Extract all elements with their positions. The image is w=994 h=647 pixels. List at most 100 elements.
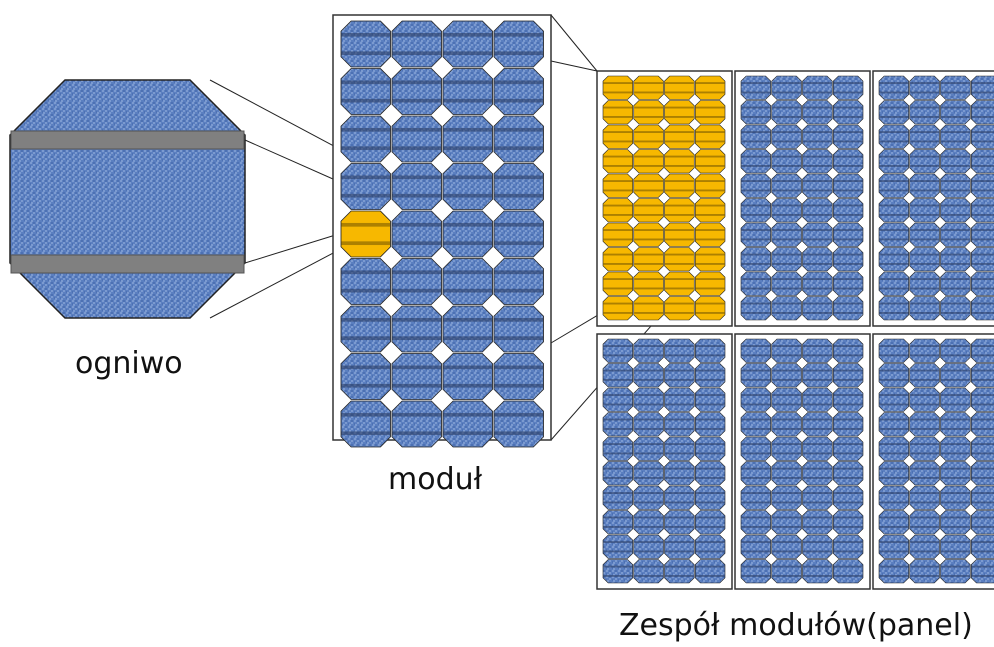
array-cell xyxy=(909,534,940,559)
array-cell xyxy=(694,222,726,247)
module-cell xyxy=(340,400,391,448)
cell-busbar-top xyxy=(10,130,245,150)
array-cell xyxy=(940,198,971,223)
array-cell xyxy=(771,271,802,296)
array-cell xyxy=(970,247,994,272)
array-cell xyxy=(832,412,864,437)
array-cell xyxy=(771,436,802,461)
array-cell xyxy=(771,510,802,535)
array-cell xyxy=(694,149,726,174)
array-cell xyxy=(664,198,695,223)
array-cell xyxy=(771,173,802,198)
module-cell xyxy=(493,305,544,353)
array-cell xyxy=(878,510,910,535)
array-cell xyxy=(878,436,910,461)
module-cell xyxy=(340,305,391,353)
array-cell xyxy=(909,363,940,388)
module-cell xyxy=(493,115,544,163)
array-cell xyxy=(694,534,726,559)
array-cell xyxy=(633,124,664,149)
array-cell xyxy=(694,247,726,272)
array-cell xyxy=(602,485,634,510)
array-cell xyxy=(970,149,994,174)
array-cell xyxy=(878,559,910,584)
array-cell xyxy=(909,461,940,486)
array-cell xyxy=(832,222,864,247)
array-cell xyxy=(940,247,971,272)
array-cell xyxy=(878,247,910,272)
array-cell xyxy=(694,559,726,584)
array-cell xyxy=(694,173,726,198)
array-cell xyxy=(832,510,864,535)
array-cell xyxy=(740,510,772,535)
module-cell xyxy=(493,163,544,210)
array-cell xyxy=(633,436,664,461)
array-cell xyxy=(771,485,802,510)
module-cell xyxy=(391,163,442,210)
array-cell xyxy=(802,75,833,100)
array-cell xyxy=(878,534,910,559)
cell-label: ogniwo xyxy=(75,346,183,381)
array-cell xyxy=(878,75,910,100)
array-cell xyxy=(832,247,864,272)
array-cell xyxy=(694,485,726,510)
array-cell xyxy=(909,75,940,100)
array-cell xyxy=(802,124,833,149)
array-cell xyxy=(832,296,864,321)
cell-busbar-bottom xyxy=(10,254,245,274)
array-cell xyxy=(909,387,940,412)
array-cell xyxy=(602,461,634,486)
array-cell xyxy=(909,559,940,584)
array-cell xyxy=(970,534,994,559)
array-cell xyxy=(664,271,695,296)
array-cell xyxy=(633,534,664,559)
array-cell xyxy=(771,296,802,321)
array-cell xyxy=(970,338,994,363)
array-cell xyxy=(694,100,726,125)
array-cell xyxy=(909,149,940,174)
array-cell xyxy=(740,461,772,486)
array-cell xyxy=(940,173,971,198)
array-cell xyxy=(633,198,664,223)
array-cell xyxy=(633,247,664,272)
module-cell xyxy=(442,163,493,210)
array-cell xyxy=(694,271,726,296)
array-cell xyxy=(970,198,994,223)
array-cell xyxy=(633,559,664,584)
module xyxy=(332,14,552,448)
cell-enlarged xyxy=(9,79,246,319)
array-cell xyxy=(602,271,634,296)
array-cell xyxy=(802,100,833,125)
array-cell xyxy=(771,149,802,174)
array-cell xyxy=(740,534,772,559)
module-array xyxy=(596,70,994,590)
array-cell xyxy=(832,198,864,223)
array-cell xyxy=(771,247,802,272)
array-cell xyxy=(878,363,910,388)
array-cell xyxy=(771,124,802,149)
array-cell xyxy=(802,436,833,461)
array-cell xyxy=(878,124,910,149)
array-cell xyxy=(940,222,971,247)
array-module xyxy=(734,333,871,590)
array-cell xyxy=(802,559,833,584)
array-module xyxy=(596,333,733,590)
array-module-highlighted xyxy=(596,70,733,327)
array-cell xyxy=(940,75,971,100)
array-cell xyxy=(740,296,772,321)
array-cell xyxy=(970,559,994,584)
array-cell xyxy=(633,510,664,535)
array-cell xyxy=(602,75,634,100)
module-cell xyxy=(391,210,442,258)
array-cell xyxy=(771,338,802,363)
array-cell xyxy=(633,173,664,198)
array-cell xyxy=(771,75,802,100)
array-cell xyxy=(970,296,994,321)
array-cell xyxy=(602,247,634,272)
array-cell xyxy=(909,338,940,363)
array-cell xyxy=(664,222,695,247)
array-cell xyxy=(909,100,940,125)
zoom-line-module-top xyxy=(550,14,598,72)
array-cell xyxy=(740,100,772,125)
